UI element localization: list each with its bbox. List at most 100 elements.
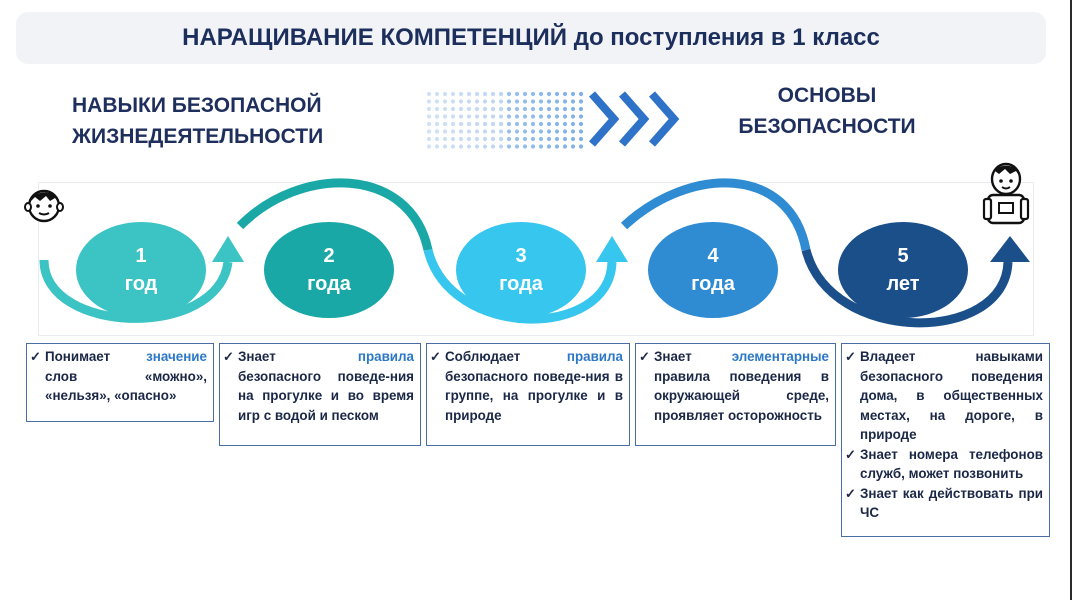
decor-dot (570, 106, 576, 112)
decor-dot (474, 91, 480, 97)
decor-dot (554, 91, 560, 97)
checkmark-icon: ✓ (845, 446, 856, 462)
stage-unit: года (307, 273, 351, 295)
decor-dot (498, 121, 504, 127)
stage-circle-2: 2 года (264, 222, 394, 318)
timeline-frame (38, 182, 1034, 336)
decor-dot (442, 144, 448, 149)
list-item: ✓ Знает элементарные правила поведения в… (639, 347, 829, 425)
stage-circle-3: 3 года (456, 222, 586, 318)
decor-dot (498, 129, 504, 134)
decor-dot (426, 144, 432, 149)
decor-dot (450, 106, 456, 112)
decor-dot (578, 114, 584, 119)
decor-dot (482, 114, 488, 119)
item-rest: безопасного поведе-ния в группе, на прог… (445, 368, 623, 423)
decor-dot (514, 136, 520, 142)
decor-dot (458, 106, 464, 112)
decor-dot (546, 121, 552, 127)
stage-unit: лет (886, 273, 920, 295)
heading-left-line1: НАВЫКИ БЕЗОПАСНОЙ (72, 94, 322, 117)
decor-dot (506, 99, 512, 104)
decor-dot (538, 114, 544, 119)
checkmark-icon: ✓ (223, 349, 234, 364)
title-bar: НАРАЩИВАНИЕ КОМПЕТЕНЦИЙ до поступления в… (16, 12, 1046, 64)
item-rest: слов «можно», «нельзя», «опасно» (45, 368, 207, 404)
decor-dot (474, 121, 480, 127)
decor-dot (506, 129, 512, 134)
decor-dot (490, 114, 496, 119)
decor-dot (458, 129, 464, 134)
decor-dot (498, 99, 504, 104)
decor-dot (442, 129, 448, 134)
decor-dot (514, 121, 520, 127)
decor-dot (450, 121, 456, 127)
decor-dot (498, 106, 504, 112)
decor-dot (482, 106, 488, 112)
page-title: НАРАЩИВАНИЕ КОМПЕТЕНЦИЙ до поступления в… (182, 24, 880, 51)
decor-dot (434, 144, 440, 149)
description-box-3: ✓ Соблюдает правила безопасного поведе-н… (426, 343, 630, 446)
description-box-5: ✓ Владеет навыками безопасного поведения… (841, 343, 1050, 537)
decor-dot (458, 114, 464, 119)
decor-dot (498, 114, 504, 119)
decor-dot (522, 136, 528, 142)
decor-dot (434, 114, 440, 119)
item-accent: значение (146, 349, 207, 364)
decor-dot (498, 136, 504, 142)
decor-dot (546, 106, 552, 112)
decor-dot (570, 129, 576, 134)
heading-left: НАВЫКИ БЕЗОПАСНОЙ ЖИЗНЕДЕЯТЕЛЬНОСТИ (72, 90, 362, 152)
list-item: ✓ Знает правила безопасного поведе-ния н… (223, 347, 414, 425)
decor-dot (490, 121, 496, 127)
item-rest: правила поведения в окружающей среде, пр… (654, 368, 829, 423)
decor-dot (490, 91, 496, 97)
decor-dot (570, 136, 576, 142)
decor-dot (530, 114, 536, 119)
decor-dot (426, 91, 432, 97)
dot-grid-decoration (426, 91, 584, 149)
checkmark-icon: ✓ (430, 349, 441, 364)
decor-dot (458, 91, 464, 97)
decor-dot (530, 99, 536, 104)
item-lead: Соблюдает (445, 349, 567, 364)
stage-circle-5: 5 лет (838, 222, 968, 318)
item-rest: телефонов служб, может позвонить (860, 446, 1043, 482)
decor-dot (562, 114, 568, 119)
decor-dot (474, 99, 480, 104)
decor-dot (426, 106, 432, 112)
decor-dot (554, 136, 560, 142)
heading-right-line1: ОСНОВЫ (777, 84, 877, 107)
decor-dot (434, 99, 440, 104)
decor-dot (450, 144, 456, 149)
item-rest: безопасного поведения дома, в общественн… (860, 368, 1043, 443)
decor-dot (442, 106, 448, 112)
item-accent: правила (566, 349, 623, 364)
decor-dot (490, 144, 496, 149)
schoolchild-icon (982, 162, 1030, 225)
decor-dot (522, 129, 528, 134)
decor-dot (466, 136, 472, 142)
decor-dot (538, 91, 544, 97)
decor-dot (442, 121, 448, 127)
decor-dot (538, 144, 544, 149)
decor-dot (578, 106, 584, 112)
list-item: ✓ Понимает значение слов «можно», «нельз… (30, 347, 207, 406)
description-box-2: ✓ Знает правила безопасного поведе-ния н… (219, 343, 421, 446)
decor-dot (578, 99, 584, 104)
decor-dot (530, 129, 536, 134)
decor-dot (458, 136, 464, 142)
decor-dot (490, 136, 496, 142)
decor-dot (450, 114, 456, 119)
decor-dot (546, 129, 552, 134)
decor-dot (522, 144, 528, 149)
item-lead: Знает (238, 349, 358, 364)
decor-dot (434, 91, 440, 97)
decor-dot (474, 136, 480, 142)
decor-dot (434, 106, 440, 112)
list-item: ✓ Знает как действовать при ЧС (845, 484, 1043, 523)
decor-dot (466, 121, 472, 127)
stage-unit: года (691, 273, 735, 295)
decor-dot (546, 136, 552, 142)
decor-dot (466, 91, 472, 97)
